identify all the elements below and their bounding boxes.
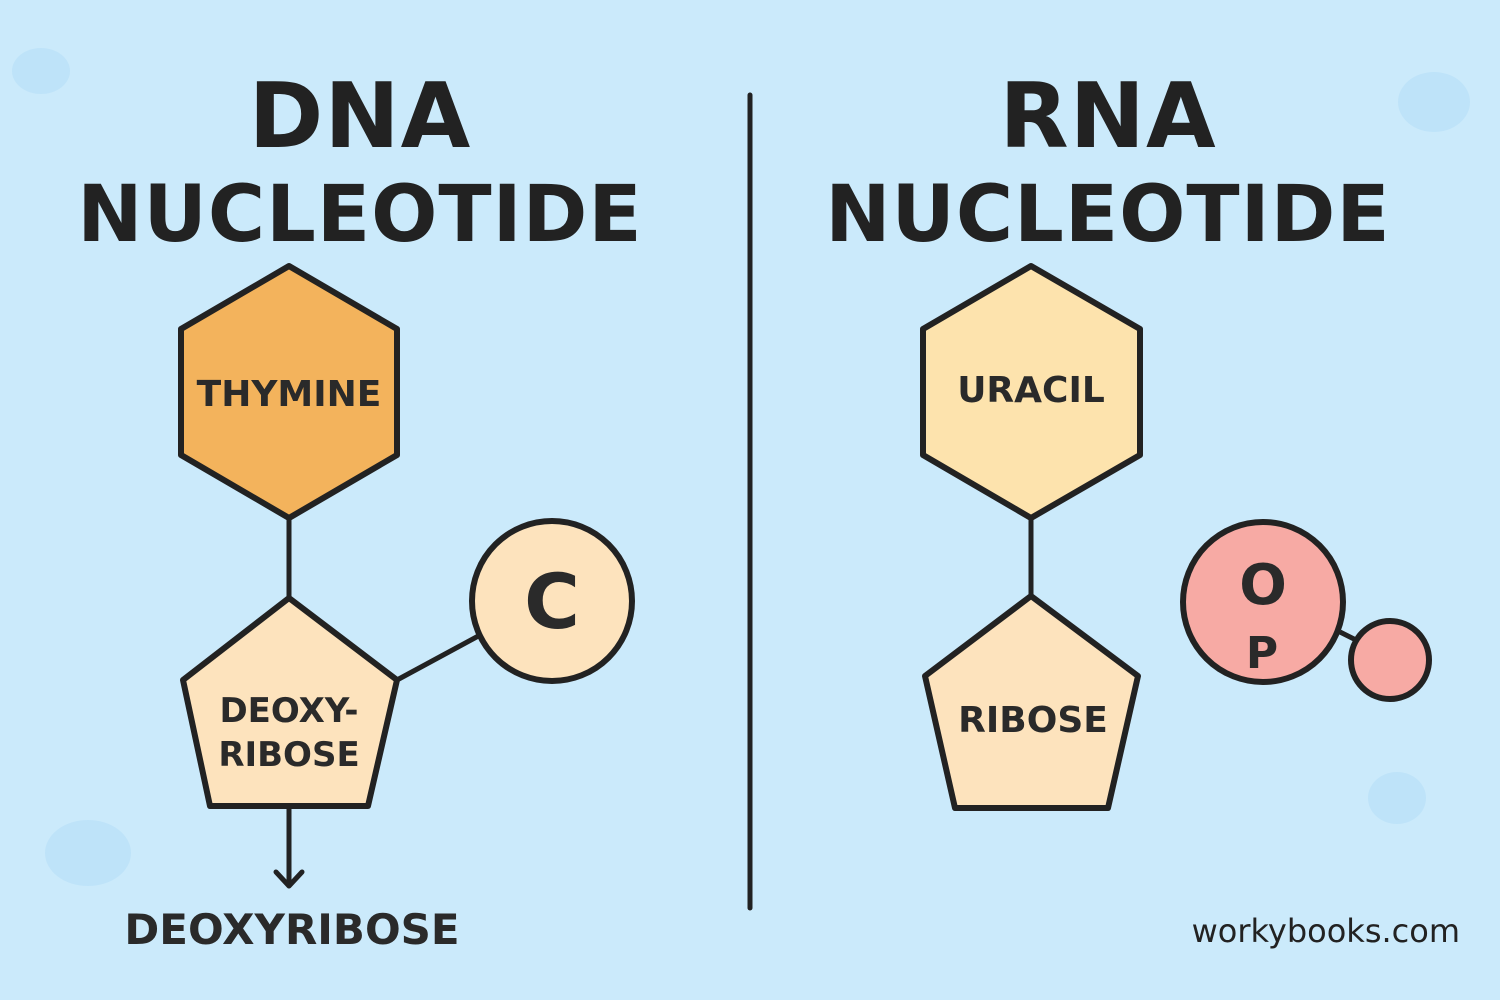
ribose-pentagon — [922, 593, 1141, 811]
dna-sugar-side-bond — [395, 631, 484, 683]
rna-title-line1: RNA — [999, 64, 1217, 169]
side-group-circle — [469, 518, 635, 684]
phosphate-label-top: O — [1239, 553, 1287, 618]
phosphate-small-circle — [1348, 618, 1432, 702]
thymine-label: THYMINE — [197, 374, 382, 415]
phosphate-label-bottom: P — [1246, 628, 1278, 679]
rna-title-line2: NUCLEOTIDE — [825, 170, 1391, 260]
phosphate-circle — [1180, 519, 1346, 685]
uracil-label: URACIL — [957, 370, 1105, 411]
ribose-label: RIBOSE — [958, 700, 1108, 741]
background-blob — [12, 48, 70, 94]
brand-footer: workybooks.com — [1191, 912, 1460, 950]
rna-title: RNA NUCLEOTIDE — [788, 64, 1428, 260]
side-group-label: C — [524, 557, 580, 646]
dna-title-line2: NUCLEOTIDE — [77, 170, 643, 260]
background-blob — [1398, 72, 1470, 132]
dna-caption: DEOXYRIBOSE — [124, 905, 459, 954]
background-blob — [45, 820, 131, 886]
dna-title: DNA NUCLEOTIDE — [40, 64, 680, 260]
deoxyribose-pentagon — [180, 595, 400, 809]
deoxyribose-label-line2: RIBOSE — [218, 735, 359, 775]
uracil-hexagon — [920, 263, 1143, 521]
deoxyribose-label-line1: DEOXY- — [219, 691, 358, 731]
background-blob — [1368, 772, 1426, 824]
dna-title-line1: DNA — [248, 64, 472, 169]
dna-arrow-head — [273, 869, 305, 889]
thymine-hexagon — [178, 263, 400, 521]
